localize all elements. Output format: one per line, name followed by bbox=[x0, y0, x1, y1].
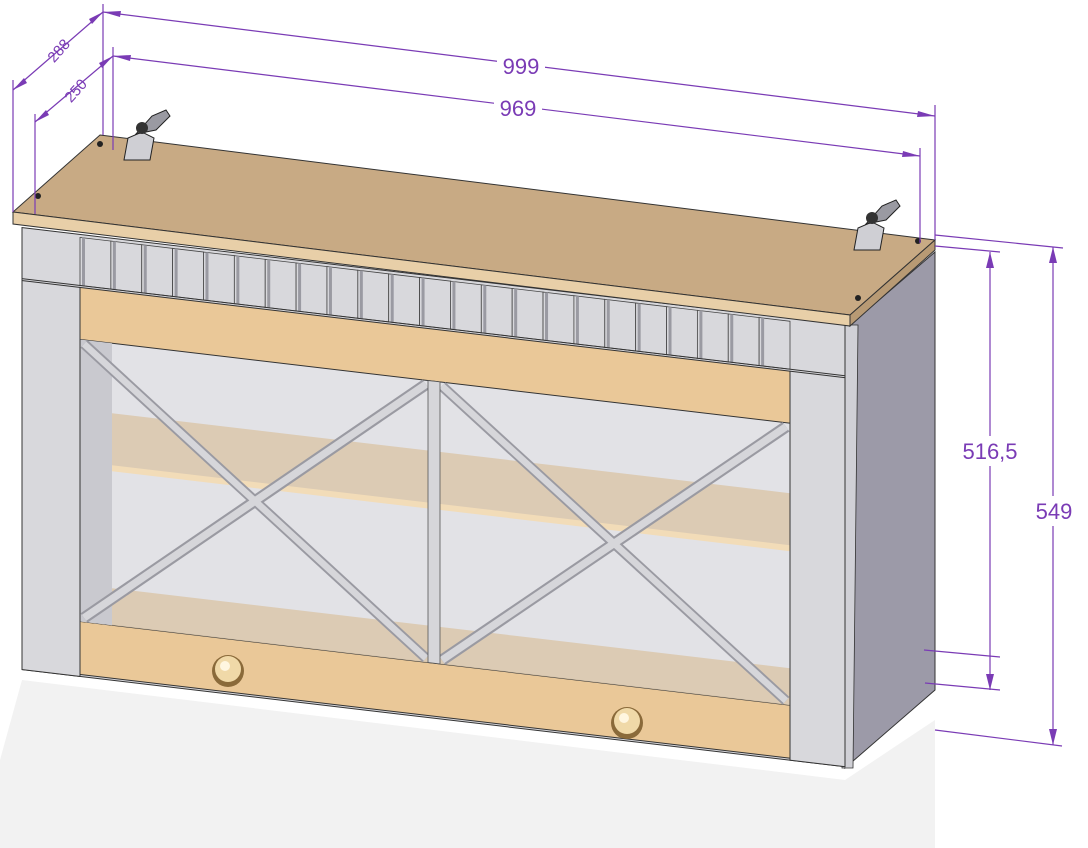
dimension-overall-height: 549 bbox=[934, 234, 1080, 747]
frieze-groove bbox=[359, 270, 363, 319]
frieze-groove bbox=[298, 263, 302, 312]
frieze-groove bbox=[606, 299, 610, 348]
slatted-frieze bbox=[79, 236, 791, 370]
dimension-overall-width: 999 bbox=[102, 4, 936, 240]
frieze-groove bbox=[174, 248, 178, 297]
dim-label-516-5: 516,5 bbox=[962, 439, 1017, 464]
door-knob-left bbox=[212, 655, 244, 687]
frieze-groove bbox=[236, 255, 240, 305]
frieze-groove bbox=[82, 237, 85, 287]
floor-shadow bbox=[0, 680, 935, 848]
frieze-groove bbox=[328, 266, 332, 316]
inner-side-left bbox=[80, 339, 112, 626]
frieze-groove bbox=[514, 288, 518, 338]
right-stile bbox=[789, 370, 846, 768]
dimension-body-height: 516,5 bbox=[923, 245, 1025, 691]
frieze-groove bbox=[267, 259, 271, 308]
dim-label-999: 999 bbox=[503, 54, 540, 79]
frieze-groove bbox=[637, 303, 641, 352]
side-panel bbox=[844, 250, 936, 770]
frieze-groove bbox=[143, 244, 147, 294]
door-knob-right bbox=[611, 707, 643, 739]
frieze-groove bbox=[421, 277, 425, 327]
left-stile bbox=[21, 280, 81, 677]
hanging-bracket-right bbox=[853, 199, 901, 251]
dim-label-969: 969 bbox=[500, 96, 537, 121]
dim-label-250: 250 bbox=[61, 76, 90, 106]
dim-label-549: 549 bbox=[1036, 499, 1073, 524]
center-mullion bbox=[427, 380, 441, 665]
frieze-groove bbox=[668, 306, 672, 356]
frieze-groove bbox=[452, 281, 456, 330]
frieze-groove bbox=[730, 314, 734, 363]
frieze-groove bbox=[112, 241, 116, 290]
frieze-groove bbox=[699, 310, 703, 359]
frieze-groove bbox=[761, 317, 765, 367]
hanging-bracket-left bbox=[123, 109, 171, 161]
frieze-groove bbox=[390, 274, 394, 323]
top-board-side-edge bbox=[849, 238, 936, 328]
cabinet-front bbox=[21, 227, 846, 768]
frieze-groove bbox=[205, 252, 209, 301]
dimension-inner-width: 969 bbox=[112, 47, 921, 243]
frieze-groove bbox=[575, 295, 579, 345]
frieze-groove bbox=[483, 285, 487, 334]
frieze-groove bbox=[545, 292, 549, 341]
